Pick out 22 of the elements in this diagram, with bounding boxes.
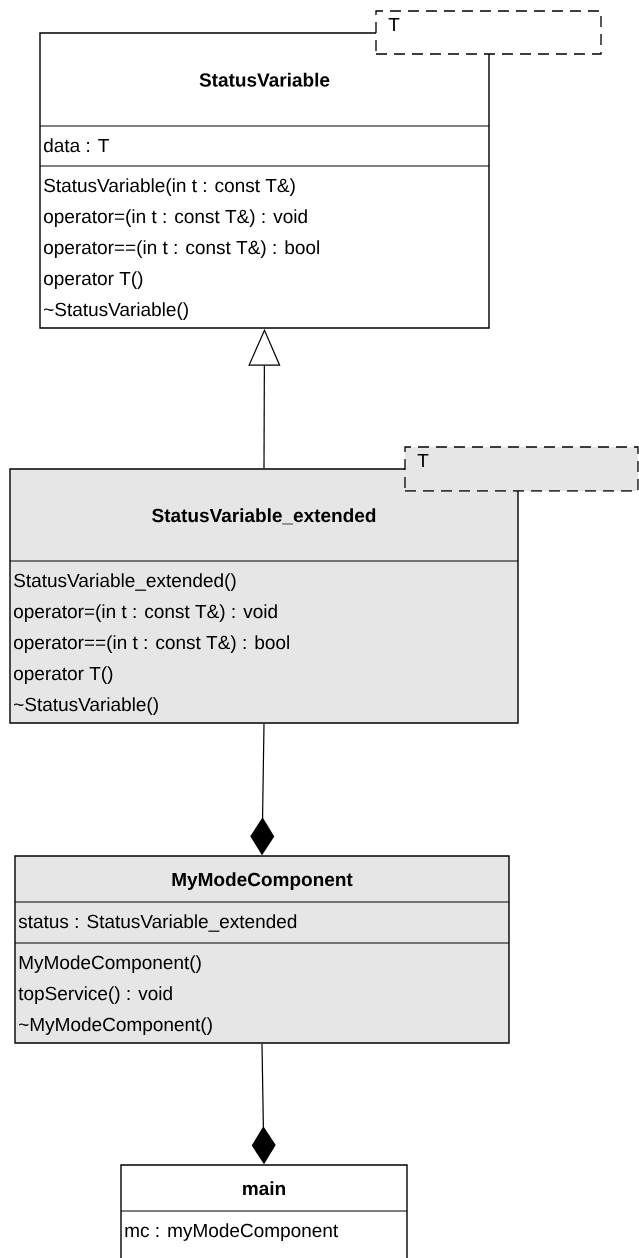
operation-text: operator=(in t : const T&) : void	[14, 604, 277, 622]
operation-text: ~MyModeComponent()	[19, 1017, 212, 1035]
template-parameter: T	[388, 17, 400, 31]
operation-text: operator T()	[14, 666, 113, 684]
class-name: main	[243, 1181, 285, 1196]
operation-text: StatusVariable(in t : const T&)	[44, 178, 295, 196]
operation-text: operator T()	[44, 271, 143, 289]
operation-text: StatusVariable_extended()	[14, 573, 236, 591]
operation-text: operator==(in t : const T&) : bool	[44, 240, 319, 258]
attribute-text: mc : myModeComponent	[125, 1223, 339, 1241]
operation-text: operator=(in t : const T&) : void	[44, 209, 307, 227]
class-name: StatusVariable_extended	[152, 508, 376, 525]
class-name: MyModeComponent	[172, 872, 353, 890]
operation-text: ~StatusVariable()	[14, 697, 158, 715]
operation-text: topService() : void	[18, 986, 172, 1004]
template-parameter: T	[417, 453, 429, 467]
operation-text: MyModeComponent()	[19, 955, 201, 973]
attribute-text: status : StatusVariable_extended	[18, 914, 297, 932]
operation-text: ~StatusVariable()	[44, 302, 188, 320]
class-name: StatusVariable	[199, 72, 330, 87]
attribute-text: data : T	[44, 138, 109, 153]
operation-text: operator==(in t : const T&) : bool	[14, 635, 289, 653]
